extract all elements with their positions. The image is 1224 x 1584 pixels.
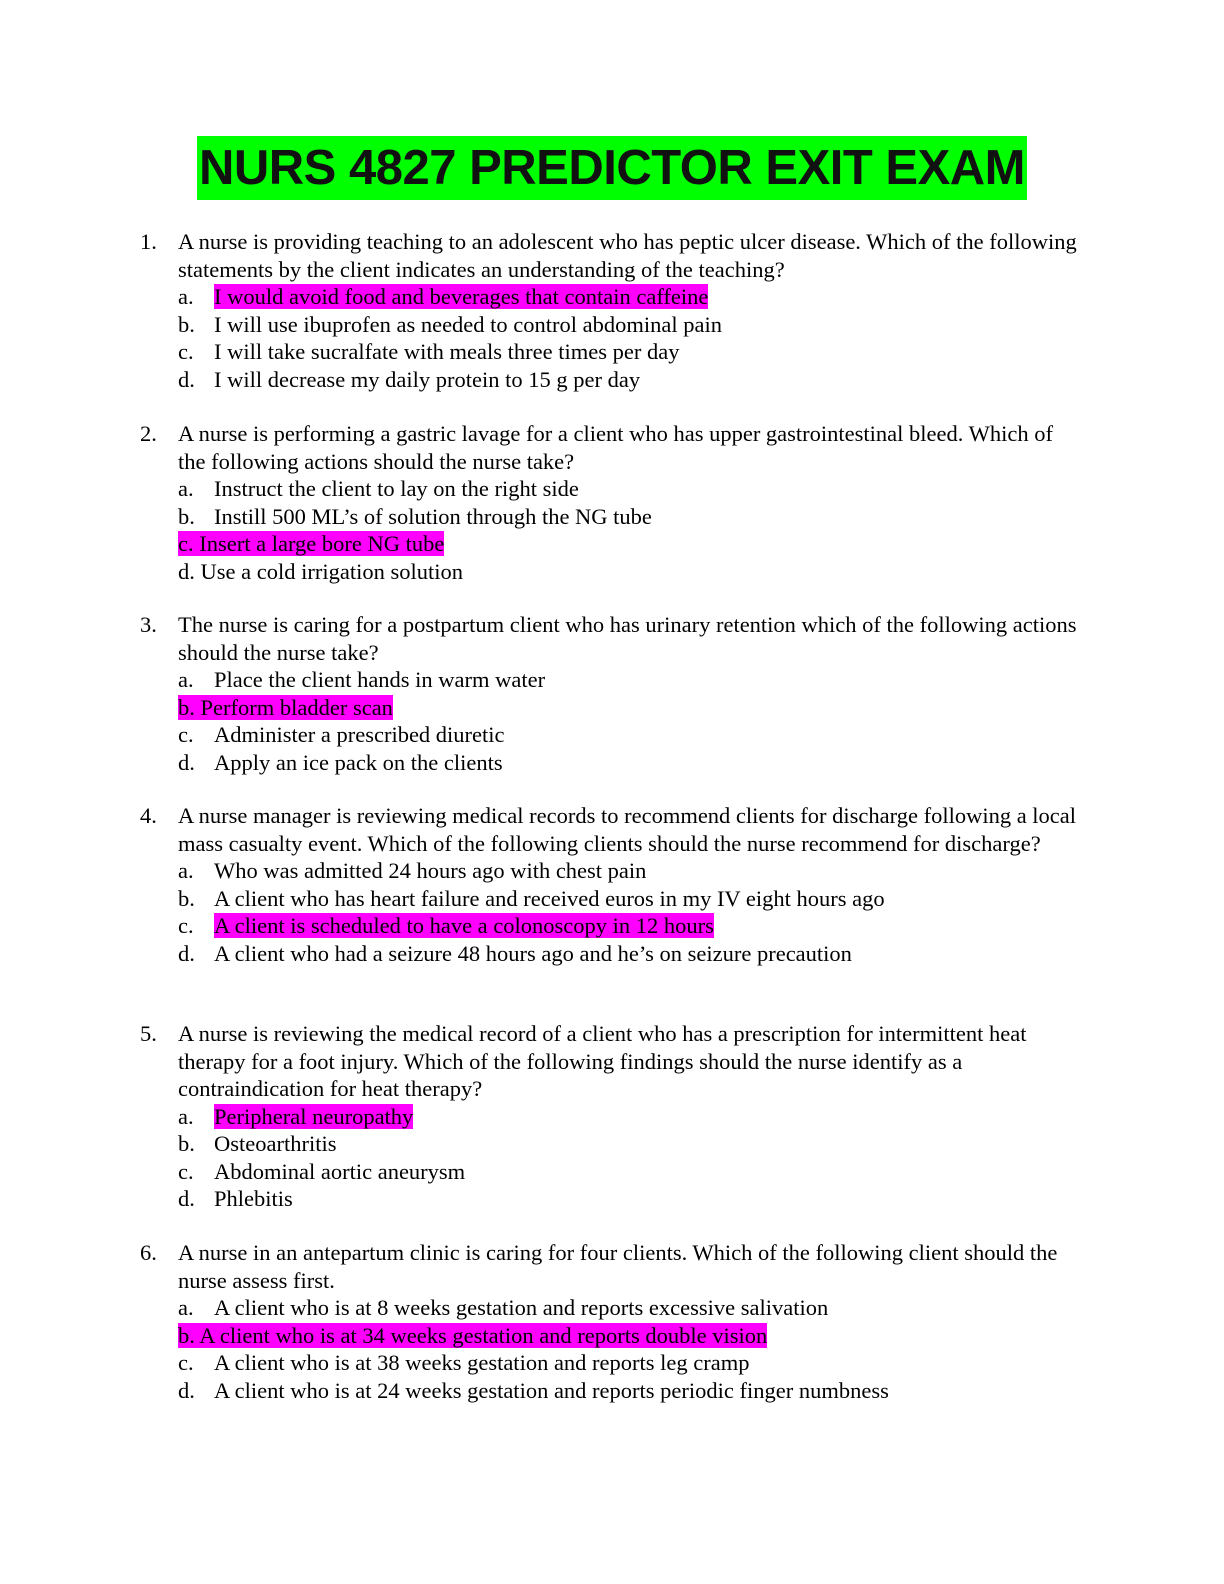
option-c: c. Insert a large bore NG tube	[140, 530, 1080, 558]
question-stem: 4. A nurse manager is reviewing medical …	[140, 802, 1080, 857]
option-a: a. Who was admitted 24 hours ago with ch…	[140, 857, 1080, 885]
question-stem: 3. The nurse is caring for a postpartum …	[140, 611, 1080, 666]
option-d: d. A client who is at 24 weeks gestation…	[140, 1377, 1080, 1405]
option-text: A client who has heart failure and recei…	[214, 885, 885, 911]
question-1: 1. A nurse is providing teaching to an a…	[140, 228, 1080, 393]
option-text-correct: b. Perform bladder scan	[178, 694, 393, 720]
option-b: b. I will use ibuprofen as needed to con…	[140, 311, 1080, 339]
option-a: a. I would avoid food and beverages that…	[140, 283, 1080, 311]
option-a: a. Instruct the client to lay on the rig…	[140, 475, 1080, 503]
question-stem: 5. A nurse is reviewing the medical reco…	[140, 1020, 1080, 1103]
option-text: A client who is at 8 weeks gestation and…	[214, 1295, 829, 1320]
option-a: a. Peripheral neuropathy	[140, 1103, 1080, 1131]
option-c: c. I will take sucralfate with meals thr…	[140, 338, 1080, 366]
question-5: 5. A nurse is reviewing the medical reco…	[140, 1020, 1080, 1213]
option-c: c. Administer a prescribed diuretic	[140, 721, 1080, 749]
option-letter: d.	[178, 1186, 195, 1211]
option-letter: b.	[178, 1131, 195, 1156]
option-letter: c.	[178, 913, 194, 938]
option-letter: c.	[178, 1158, 194, 1184]
option-c: c. A client who is at 38 weeks gestation…	[140, 1349, 1080, 1377]
page-title: NURS 4827 PREDICTOR EXIT EXAM	[197, 136, 1027, 200]
option-d: d. I will decrease my daily protein to 1…	[140, 366, 1080, 394]
option-text: Apply an ice pack on the clients	[214, 749, 503, 775]
option-letter: c.	[178, 339, 194, 364]
option-letter: a.	[178, 1295, 194, 1320]
option-letter: b.	[178, 885, 195, 911]
question-text: A nurse is providing teaching to an adol…	[178, 229, 1077, 282]
option-letter: b.	[178, 503, 195, 529]
option-letter: d.	[178, 366, 195, 392]
option-letter: b.	[178, 311, 195, 337]
option-text-correct: A client is scheduled to have a colonosc…	[214, 913, 714, 938]
question-6: 6. A nurse in an antepartum clinic is ca…	[140, 1239, 1080, 1404]
option-letter: c.	[178, 1350, 194, 1375]
option-a: a. A client who is at 8 weeks gestation …	[140, 1294, 1080, 1322]
option-letter: a.	[178, 476, 194, 501]
option-d: d. Phlebitis	[140, 1185, 1080, 1213]
option-letter: d.	[178, 749, 195, 775]
option-letter: a.	[178, 858, 194, 883]
question-text: A nurse is reviewing the medical record …	[178, 1021, 1027, 1101]
question-text: A nurse in an antepartum clinic is carin…	[178, 1240, 1058, 1293]
title-container: NURS 4827 PREDICTOR EXIT EXAM	[0, 136, 1224, 200]
option-text: I will decrease my daily protein to 15 g…	[214, 366, 641, 392]
option-c: c. A client is scheduled to have a colon…	[140, 912, 1080, 940]
option-b: b. Osteoarthritis	[140, 1130, 1080, 1158]
question-text: A nurse manager is reviewing medical rec…	[178, 803, 1077, 856]
question-number: 3.	[140, 612, 157, 637]
question-stem: 2. A nurse is performing a gastric lavag…	[140, 420, 1080, 475]
question-number: 5.	[140, 1021, 157, 1046]
question-2: 2. A nurse is performing a gastric lavag…	[140, 420, 1080, 585]
option-text: Instill 500 ML’s of solution through the…	[214, 503, 652, 529]
option-letter: a.	[178, 667, 194, 692]
option-text: Who was admitted 24 hours ago with chest…	[214, 858, 647, 883]
question-number: 2.	[140, 421, 157, 446]
question-number: 4.	[140, 803, 157, 828]
option-text: Administer a prescribed diuretic	[214, 722, 505, 747]
option-c: c. Abdominal aortic aneurysm	[140, 1158, 1080, 1186]
option-letter: c.	[178, 722, 194, 747]
option-b: b. A client who has heart failure and re…	[140, 885, 1080, 913]
question-text: The nurse is caring for a postpartum cli…	[178, 612, 1077, 665]
option-text: Place the client hands in warm water	[214, 667, 546, 692]
option-text-correct: c. Insert a large bore NG tube	[178, 531, 445, 556]
option-text: d. Use a cold irrigation solution	[178, 558, 463, 584]
option-text: Osteoarthritis	[214, 1131, 337, 1156]
option-text: A client who is at 38 weeks gestation an…	[214, 1350, 750, 1375]
option-d: d. A client who had a seizure 48 hours a…	[140, 940, 1080, 968]
option-text: A client who had a seizure 48 hours ago …	[214, 940, 852, 966]
option-text: Abdominal aortic aneurysm	[214, 1158, 466, 1184]
option-text: I will take sucralfate with meals three …	[214, 339, 680, 364]
option-d: d. Use a cold irrigation solution	[140, 558, 1080, 586]
question-text: A nurse is performing a gastric lavage f…	[178, 421, 1053, 474]
question-number: 6.	[140, 1240, 157, 1265]
option-text: Phlebitis	[214, 1186, 293, 1211]
option-text: I will use ibuprofen as needed to contro…	[214, 311, 722, 337]
option-letter: d.	[178, 940, 195, 966]
option-letter: d.	[178, 1377, 195, 1403]
option-text-correct: I would avoid food and beverages that co…	[214, 284, 709, 309]
option-text-correct: b. A client who is at 34 weeks gestation…	[178, 1322, 768, 1348]
option-text-correct: Peripheral neuropathy	[214, 1103, 414, 1129]
option-d: d. Apply an ice pack on the clients	[140, 749, 1080, 777]
option-letter: a.	[178, 1103, 194, 1129]
option-letter: a.	[178, 284, 194, 309]
question-stem: 6. A nurse in an antepartum clinic is ca…	[140, 1239, 1080, 1294]
option-a: a. Place the client hands in warm water	[140, 666, 1080, 694]
option-b: b. Perform bladder scan	[140, 694, 1080, 722]
option-text: Instruct the client to lay on the right …	[214, 476, 579, 501]
question-stem: 1. A nurse is providing teaching to an a…	[140, 228, 1080, 283]
option-b: b. A client who is at 34 weeks gestation…	[140, 1322, 1080, 1350]
option-text: A client who is at 24 weeks gestation an…	[214, 1377, 889, 1403]
question-number: 1.	[140, 229, 157, 254]
question-4: 4. A nurse manager is reviewing medical …	[140, 802, 1080, 967]
question-3: 3. The nurse is caring for a postpartum …	[140, 611, 1080, 776]
option-b: b. Instill 500 ML’s of solution through …	[140, 503, 1080, 531]
